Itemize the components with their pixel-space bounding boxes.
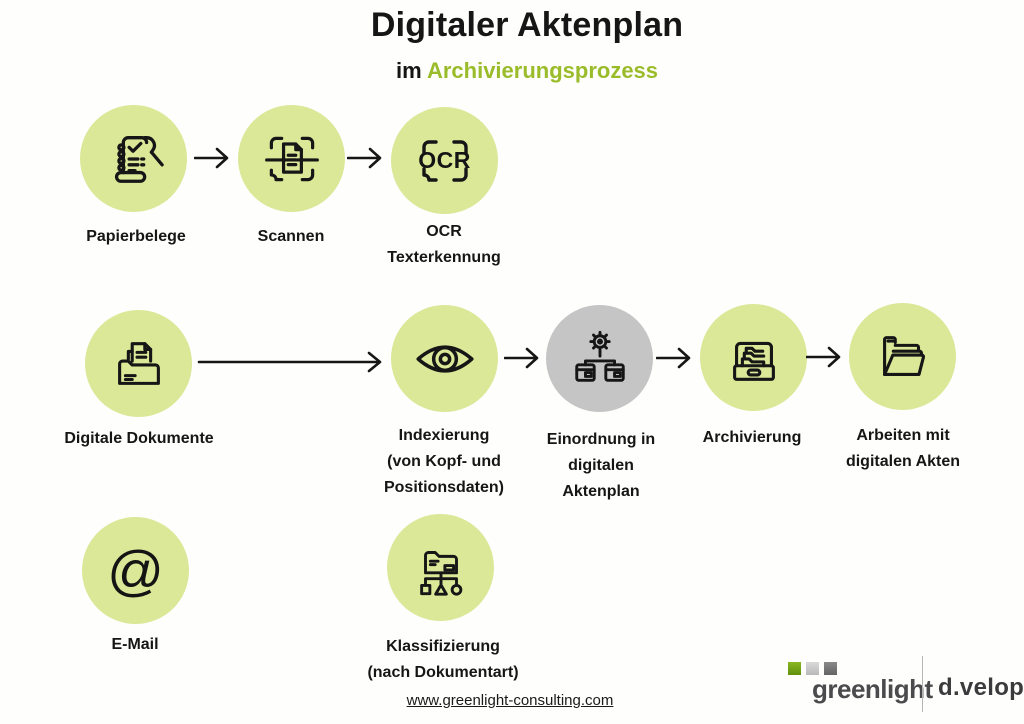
node-einordnung xyxy=(546,305,653,412)
receipt-hand-icon xyxy=(103,128,165,190)
greenlight-logo: greenlight xyxy=(786,662,933,710)
greenlight-logo-squares-icon xyxy=(788,662,837,675)
scan-document-icon xyxy=(262,129,322,189)
label-einordnung: Einordnung in digitalen Aktenplan xyxy=(546,431,656,500)
label-arbeiten: Arbeiten mit digitalen Akten xyxy=(845,427,961,470)
label-klassifizierung: Klassifizierung (nach Dokumentart) xyxy=(367,638,519,681)
website-link-wrap: www.greenlight-consulting.com xyxy=(360,692,660,710)
label-scannen: Scannen xyxy=(257,228,325,245)
page-title: Digitaler Aktenplan xyxy=(370,6,684,44)
node-ocr: OCR xyxy=(391,107,498,214)
logo-divider xyxy=(922,656,923,712)
arrow-einordnung-archivierung xyxy=(656,347,691,369)
node-papierbelege xyxy=(80,105,187,212)
arrow-archivierung-arbeiten xyxy=(806,346,841,368)
arrow-indexierung-einordnung xyxy=(504,347,539,369)
subtitle-prefix: im xyxy=(395,58,427,83)
ocr-icon-text: OCR xyxy=(418,147,471,173)
node-scannen xyxy=(238,105,345,212)
dvelop-logo-text: d.velop xyxy=(938,674,1024,701)
at-sign-icon: @ xyxy=(107,538,164,602)
folder-documents-icon xyxy=(108,333,170,395)
folder-tree-icon xyxy=(410,537,472,599)
node-klassifizierung xyxy=(387,514,494,621)
arrow-dokumente-indexierung xyxy=(197,351,382,373)
label-indexierung: Indexierung (von Kopf- und Positionsdate… xyxy=(383,427,504,496)
node-digitale-dokumente xyxy=(85,310,192,417)
archive-drawer-icon xyxy=(723,327,785,389)
node-archivierung xyxy=(700,304,807,411)
page-subtitle: im Archivierungsprozess xyxy=(0,58,1024,84)
arrow-scannen-ocr xyxy=(347,147,382,169)
eye-icon xyxy=(412,326,478,392)
label-papierbelege: Papierbelege xyxy=(86,228,186,245)
node-indexierung xyxy=(391,305,498,412)
label-digitale-dokumente: Digitale Dokumente xyxy=(64,430,214,447)
gear-boxes-icon xyxy=(569,328,631,390)
ocr-brackets-icon: OCR xyxy=(412,129,478,193)
node-arbeiten xyxy=(849,303,956,410)
greenlight-logo-text: greenlight xyxy=(812,674,933,704)
website-link[interactable]: www.greenlight-consulting.com xyxy=(406,692,614,709)
label-email: E-Mail xyxy=(111,636,159,653)
open-folder-icon xyxy=(872,326,934,388)
arrow-papierbelege-scannen xyxy=(194,147,229,169)
label-ocr: OCR Texterkennung xyxy=(387,223,501,266)
label-archivierung: Archivierung xyxy=(702,429,802,446)
node-email: @ xyxy=(82,517,189,624)
subtitle-highlight: Archivierungsprozess xyxy=(426,58,659,83)
